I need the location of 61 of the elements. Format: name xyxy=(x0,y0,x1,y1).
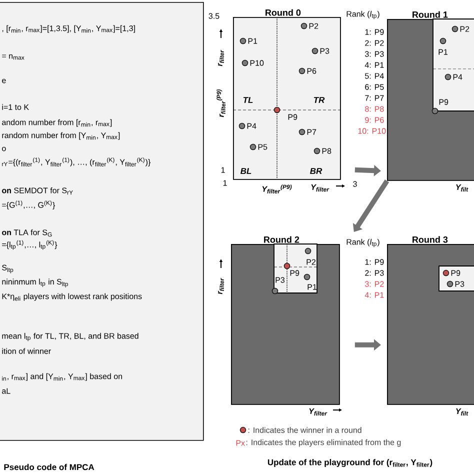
code-line: ={l$_{tp}$$^{(1)}$,…, l$_{tp}$$^{(K)}$} xyxy=(2,240,58,250)
quadrant-label: BR xyxy=(310,168,322,174)
code-line: S$_{ltp}$ xyxy=(2,264,14,274)
player-label: P1 xyxy=(308,284,316,290)
quadrant-label: TL xyxy=(243,97,253,103)
axis-label: 3.5 xyxy=(208,13,220,19)
panel-title: Round 0 xyxy=(266,9,301,16)
player-label: P1 xyxy=(438,49,448,55)
quadrant-label: BL xyxy=(240,168,252,174)
axis-label: 3 xyxy=(353,181,357,187)
player-label: P4 xyxy=(247,123,256,129)
panel-title: Round 2 xyxy=(264,236,300,243)
code-line: mean l$_{tp}$ for TL, TR, BL, and BR based xyxy=(2,332,138,342)
player-label: P2 xyxy=(460,26,470,32)
legend-text: : Indicates the players eliminated from the g xyxy=(246,439,401,447)
player-label: P2 xyxy=(306,259,316,265)
code-line: ition of winner xyxy=(2,348,51,354)
player-label: P4 xyxy=(453,74,462,80)
player-label: P1 xyxy=(248,38,258,44)
code-line: random number from [Y$_{min}$, Y$_{max}$] xyxy=(2,132,120,140)
code-line: = n$_{max}$ xyxy=(2,54,24,60)
player-label: P8 xyxy=(322,148,332,154)
axis-label: r$_{filter}$ xyxy=(218,50,224,66)
player-label: P9 xyxy=(288,114,298,120)
player-label: P9 xyxy=(451,270,460,276)
axis-label: 1 xyxy=(221,167,225,173)
rank-item: 10: P10 xyxy=(358,128,386,134)
player-label: P3 xyxy=(276,277,285,283)
player-label: P3 xyxy=(455,281,464,287)
caption: Pseudo code of MPCA xyxy=(4,464,94,470)
code-line: o xyxy=(2,146,6,152)
code-line: ={G$^{(1)}$,…, G$^{(K)}$} xyxy=(2,200,56,210)
code-line: i=1 to K xyxy=(2,104,29,110)
quadrant-label: TR xyxy=(314,97,325,103)
player-label: P7 xyxy=(307,129,316,135)
code-line: , [r$_{min}$, r$_{max}$]=[1,3.5], [Y$_{min}$, Y$_{max}$]=[1,3] xyxy=(2,25,135,33)
code-line: $_{rY}$={(r$_{filter}$$^{(1)}$, Y$_{filter}$$^{(1)}$), …, (r$_{filter}$$^{(K)}$, Y$_{filter}$$^{(K)}$)} xyxy=(2,158,150,166)
code-line: $_{in}$, r$_{max}$] and [Y$_{min}$, Y$_{max}$] based on xyxy=(2,373,122,381)
panel-title: Round 1 xyxy=(412,11,448,18)
player-label: P5 xyxy=(258,144,268,150)
code-line: nininmum l$_{tp}$ in S$_{ltp}$ xyxy=(2,278,68,288)
axis-label: 1 xyxy=(223,180,227,186)
player-label: P10 xyxy=(250,60,264,66)
code-line: andom number from [r$_{min}$, r$_{max}$] xyxy=(2,119,112,127)
code-line: aL xyxy=(2,388,10,394)
rank-heading: Rank (l$_{tp}$) xyxy=(346,10,380,20)
player-label: P9 xyxy=(439,99,448,105)
legend-sample: Px xyxy=(236,440,245,446)
player-label: P9 xyxy=(290,270,300,276)
code-line: K*η$_{eli}$ players with lowest rank positions xyxy=(2,293,142,301)
axis-label: r$_{filter}$ xyxy=(218,278,224,294)
player-label: P3 xyxy=(320,48,330,54)
code-line: on TLA for S$_{G}$ xyxy=(2,229,52,237)
player-label: P6 xyxy=(307,68,316,74)
legend-text: : Indicates the winner in a round xyxy=(248,427,362,433)
caption: Update of the playground for (r$_{filter}$, Y$_{filter}$) xyxy=(268,459,432,467)
code-line: e xyxy=(2,78,6,84)
code-line: on SEMDOT for S$_{rY}$ xyxy=(2,187,73,195)
panel-title: Round 3 xyxy=(412,236,448,243)
player-label: P2 xyxy=(309,23,318,29)
rank-heading: Rank (l$_{tp}$) xyxy=(346,238,380,248)
